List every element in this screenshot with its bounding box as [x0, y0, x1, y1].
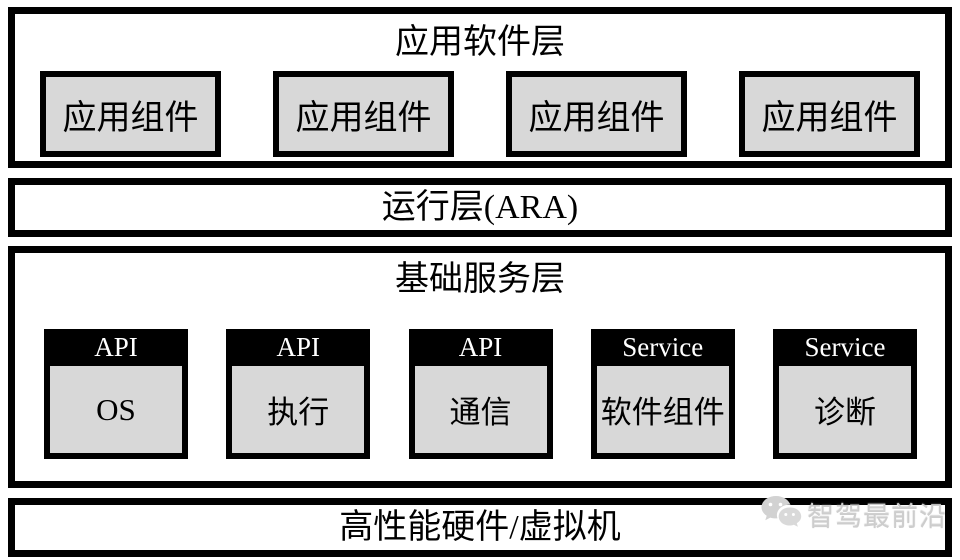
service-module-header: Service: [779, 329, 911, 366]
layer-hardware: 高性能硬件/虚拟机: [8, 498, 952, 557]
service-module-box-communication: API 通信: [408, 329, 553, 459]
service-module-box-diagnostics: Service 诊断: [773, 329, 917, 459]
service-module-box-software-components: Service 软件组件: [590, 329, 735, 459]
layer-application: 应用软件层 应用组件 应用组件 应用组件 应用组件: [8, 7, 952, 168]
service-module-header: Service: [596, 329, 729, 366]
layer-runtime: 运行层(ARA): [8, 178, 952, 237]
service-module-label: 通信: [414, 366, 547, 453]
service-module-label: 软件组件: [596, 366, 729, 453]
service-module-header: API: [232, 329, 365, 366]
service-module-label: 执行: [232, 366, 365, 453]
service-module-label: OS: [50, 366, 182, 453]
layer-runtime-title: 运行层(ARA): [381, 188, 579, 226]
application-component-box: 应用组件: [739, 71, 920, 157]
service-module-box-execution: API 执行: [226, 329, 371, 459]
service-module-label: 诊断: [779, 366, 911, 453]
service-modules-row: API OS API 执行 API 通信 Service 软件组件 Servic…: [15, 329, 945, 459]
layer-hardware-title: 高性能硬件/虚拟机: [339, 508, 621, 546]
layer-application-title: 应用软件层: [395, 24, 565, 61]
service-module-header: API: [50, 329, 182, 366]
service-module-header: API: [414, 329, 547, 366]
service-module-box-os: API OS: [44, 329, 188, 459]
layer-services-title: 基础服务层: [395, 261, 565, 298]
application-component-box: 应用组件: [506, 71, 687, 157]
application-components-row: 应用组件 应用组件 应用组件 应用组件: [15, 71, 945, 157]
layer-services: 基础服务层 API OS API 执行 API 通信 Service 软件组件 …: [8, 246, 952, 488]
application-component-box: 应用组件: [273, 71, 454, 157]
application-component-box: 应用组件: [40, 71, 221, 157]
